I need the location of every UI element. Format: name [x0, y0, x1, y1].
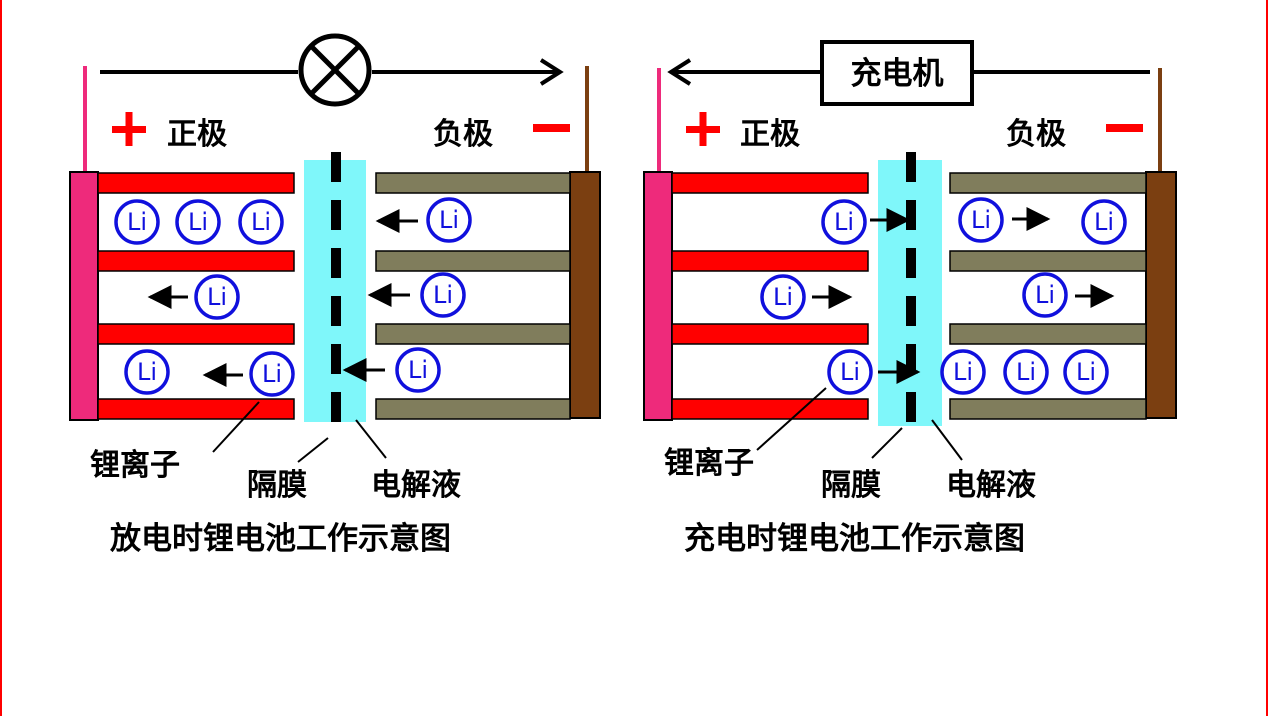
svg-text:Li: Li	[834, 208, 854, 236]
charger-box: 充电机	[820, 40, 974, 106]
lithium-ion: Li	[238, 199, 284, 245]
leader-line	[931, 419, 963, 461]
lithium-ion: Li	[1022, 272, 1068, 318]
lithium-ion: Li	[760, 274, 806, 320]
positive-label: 正极	[167, 117, 227, 152]
lithium-ion-label: 锂离子	[664, 446, 754, 481]
lithium-ion: Li	[821, 199, 867, 245]
svg-text:Li: Li	[1076, 358, 1096, 386]
svg-text:Li: Li	[1094, 208, 1114, 236]
svg-text:Li: Li	[127, 208, 147, 236]
lithium-ion: Li	[175, 199, 221, 245]
minus-sign-icon	[1106, 124, 1143, 132]
lithium-ion-label: 锂离子	[90, 448, 180, 483]
negative-plate	[375, 172, 571, 194]
charge-panel: 充电机 正极 负极 Li Li Li Li Li	[643, 40, 1177, 557]
svg-text:Li: Li	[1035, 281, 1055, 309]
svg-text:Li: Li	[1016, 358, 1036, 386]
negative-label: 负极	[1006, 117, 1066, 152]
lithium-ion: Li	[114, 199, 160, 245]
plus-sign-icon	[686, 112, 720, 146]
svg-text:Li: Li	[971, 206, 991, 234]
current-arrow	[539, 58, 564, 86]
positive-plate	[671, 250, 869, 272]
positive-plate	[671, 172, 869, 194]
svg-text:Li: Li	[773, 283, 793, 311]
charger-label: 充电机	[851, 56, 944, 92]
frame-right-edge	[1266, 0, 1268, 716]
positive-collector	[69, 171, 99, 421]
negative-plate	[375, 250, 571, 272]
negative-label: 负极	[433, 117, 493, 152]
positive-plate	[97, 172, 295, 194]
leader-line	[355, 419, 387, 459]
positive-plate	[671, 398, 869, 420]
leader-line	[297, 437, 329, 463]
svg-text:Li: Li	[408, 356, 428, 384]
svg-text:Li: Li	[251, 208, 271, 236]
plus-sign-icon	[112, 112, 146, 146]
svg-text:Li: Li	[953, 358, 973, 386]
negative-plate	[949, 398, 1147, 420]
svg-text:Li: Li	[137, 358, 157, 386]
negative-collector	[569, 171, 601, 419]
positive-plate	[671, 323, 869, 345]
current-arrow	[667, 58, 692, 86]
positive-collector	[643, 171, 673, 421]
svg-text:Li: Li	[439, 206, 459, 234]
negative-plate	[949, 250, 1147, 272]
negative-plate	[375, 323, 571, 345]
leader-line	[756, 387, 827, 451]
lithium-ion: Li	[194, 274, 240, 320]
separator-label: 隔膜	[821, 468, 881, 503]
positive-plate	[97, 398, 295, 420]
lithium-ion: Li	[1081, 199, 1127, 245]
lithium-ion: Li	[1003, 349, 1049, 395]
lithium-ion: Li	[395, 347, 441, 393]
negative-plate	[949, 323, 1147, 345]
positive-label: 正极	[740, 117, 800, 152]
minus-sign-icon	[533, 124, 570, 132]
lithium-ion: Li	[124, 349, 170, 395]
svg-text:Li: Li	[188, 208, 208, 236]
lamp-icon	[298, 33, 372, 107]
frame-left-edge	[0, 0, 2, 716]
lithium-ion: Li	[426, 197, 472, 243]
negative-collector	[1145, 171, 1177, 419]
lithium-ion: Li	[420, 272, 466, 318]
lithium-ion: Li	[249, 351, 295, 397]
electrolyte-region	[304, 160, 366, 422]
svg-text:Li: Li	[433, 281, 453, 309]
separator-label: 隔膜	[247, 468, 307, 503]
leader-line	[212, 401, 260, 453]
positive-plate	[97, 323, 295, 345]
lithium-ion: Li	[940, 349, 986, 395]
negative-plate	[375, 398, 571, 420]
lithium-ion: Li	[827, 349, 873, 395]
electrolyte-label: 电解液	[946, 468, 1036, 503]
lithium-ion: Li	[1063, 349, 1109, 395]
electrolyte-label: 电解液	[371, 468, 461, 503]
negative-plate	[949, 172, 1147, 194]
charge-caption: 充电时锂电池工作示意图	[684, 521, 1025, 557]
lithium-ion: Li	[958, 197, 1004, 243]
electrolyte-region	[878, 160, 942, 426]
discharge-caption: 放电时锂电池工作示意图	[109, 521, 451, 557]
svg-text:Li: Li	[207, 283, 227, 311]
positive-plate	[97, 250, 295, 272]
discharge-panel: 正极 负极 Li Li Li Li Li Li Li Li Li	[69, 33, 601, 557]
svg-text:Li: Li	[840, 358, 860, 386]
svg-text:Li: Li	[262, 360, 282, 388]
leader-line	[871, 427, 903, 459]
